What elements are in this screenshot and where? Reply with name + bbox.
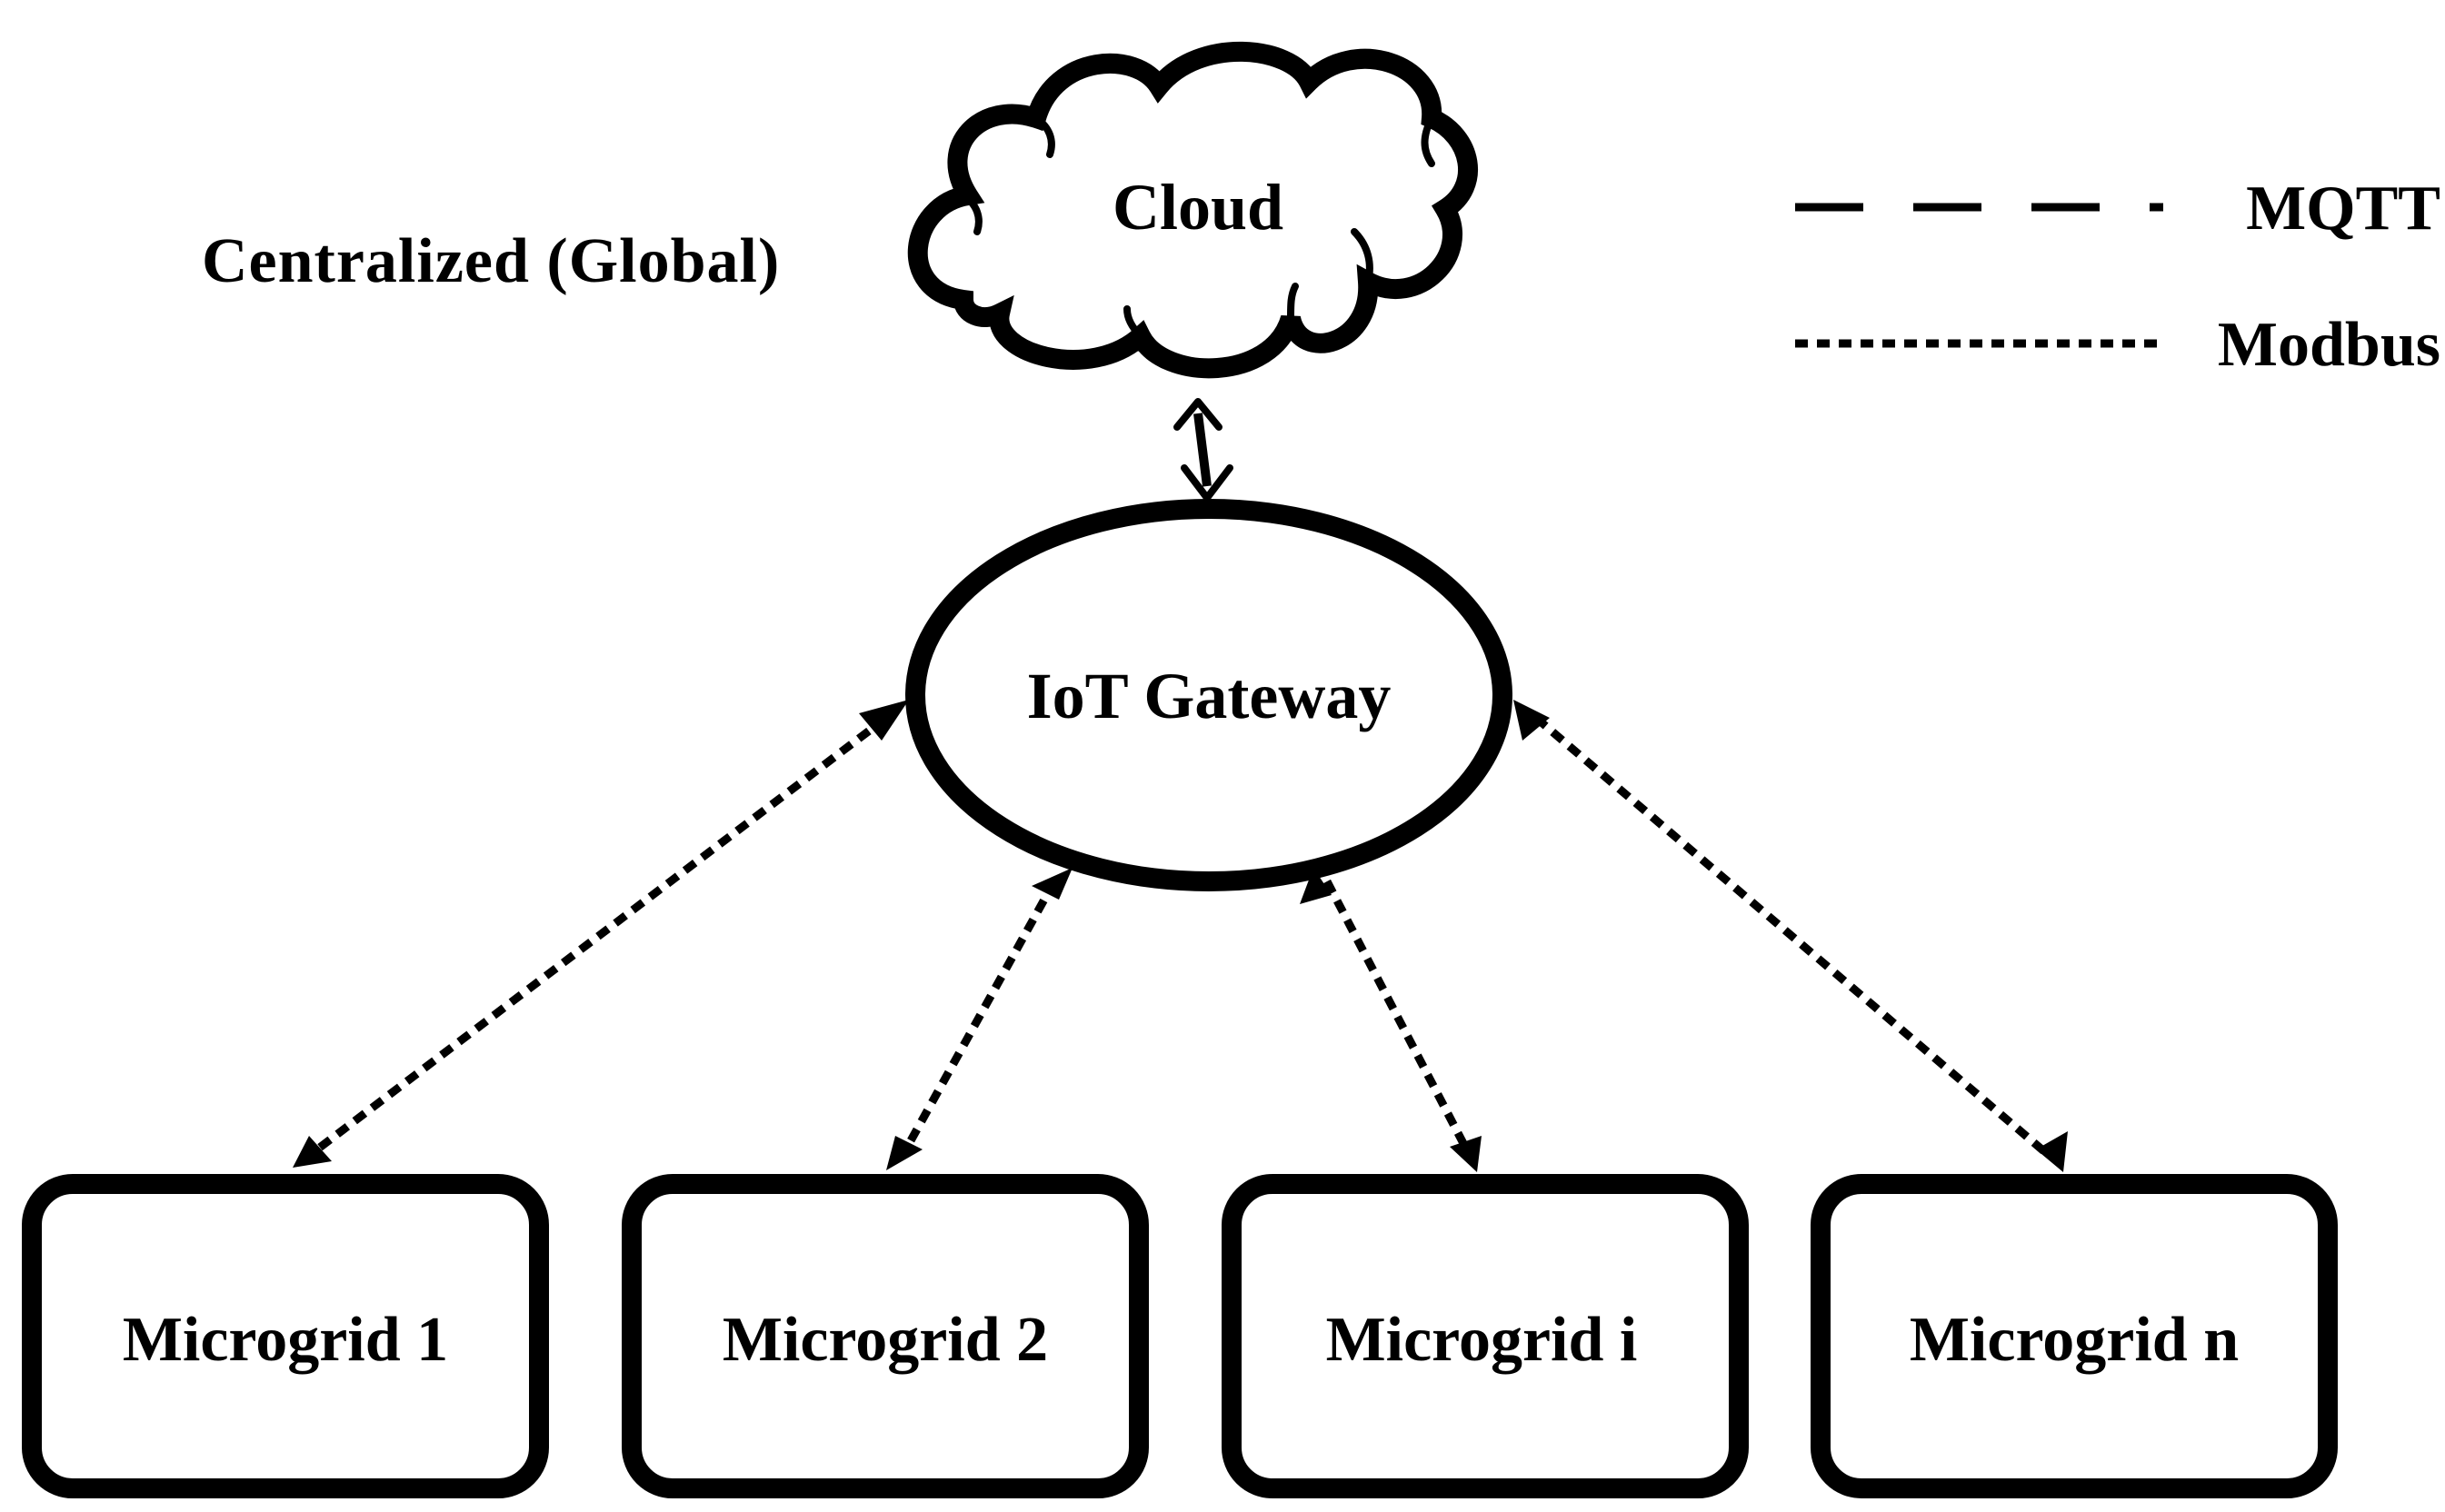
diagram-title: Centralized (Global): [202, 226, 780, 296]
cloud-node: Cloud: [907, 41, 1478, 379]
cloud-icon: [907, 41, 1478, 379]
microgrid-label: Microgrid 2: [723, 1305, 1048, 1375]
cloud-gateway-link: [1173, 398, 1233, 502]
cloud-label: Cloud: [1113, 171, 1283, 244]
gateway-label: IoT Gateway: [1027, 660, 1392, 732]
microgrid-box-n: Microgrid n: [1811, 1174, 2338, 1498]
microgrid-label: Microgrid n: [1910, 1305, 2239, 1375]
iot-gateway-node: IoT Gateway: [905, 499, 1512, 891]
legend-mqtt-label: MQTT: [2246, 174, 2440, 244]
microgrid-label: Microgrid 1: [123, 1305, 448, 1375]
modbus-link-3: [1323, 879, 1472, 1155]
microgrid-box-1: Microgrid 1: [22, 1174, 549, 1498]
legend-modbus-label: Modbus: [2218, 310, 2440, 380]
microgrid-box-i: Microgrid i: [1222, 1174, 1749, 1498]
microgrid-label: Microgrid i: [1326, 1305, 1638, 1375]
modbus-link-n: [1533, 714, 2048, 1156]
modbus-link-1: [311, 714, 889, 1156]
legend: MQTT Modbus: [1795, 174, 2440, 380]
microgrid-box-2: Microgrid 2: [622, 1174, 1149, 1498]
modbus-link-2: [901, 879, 1058, 1155]
modbus-links: [293, 700, 2068, 1172]
